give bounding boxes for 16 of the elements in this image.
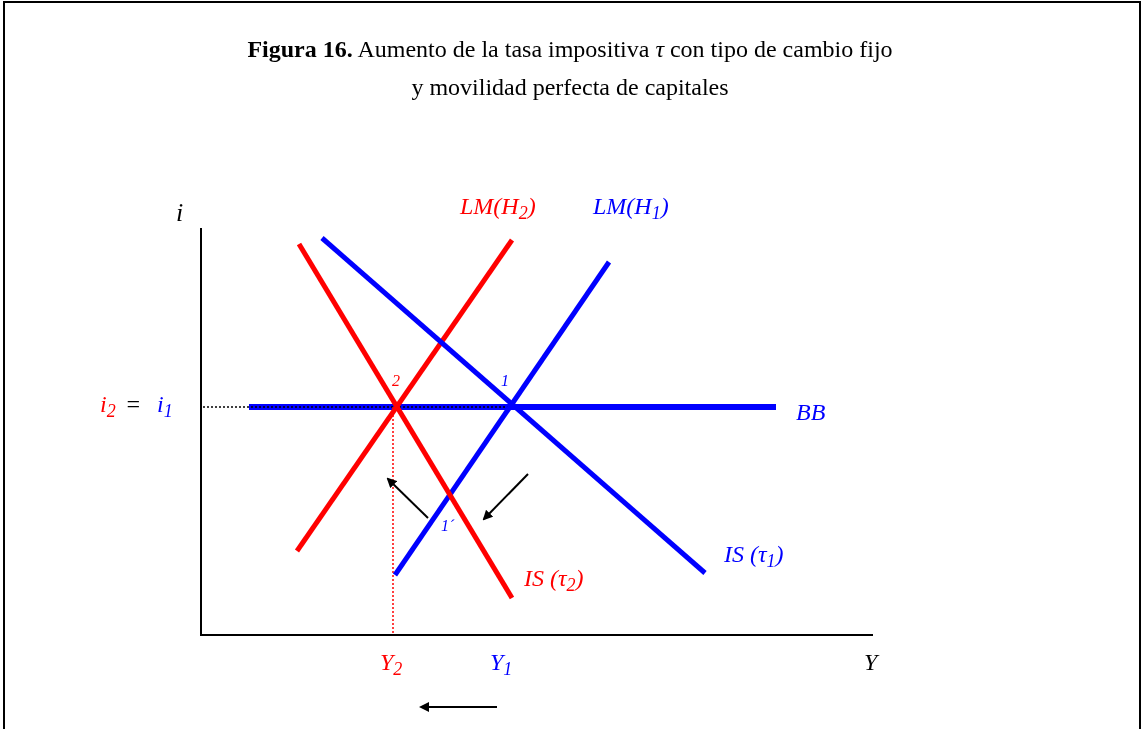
- axis-value-label: i$_{2}$: [100, 392, 116, 416]
- axis-value-label: i$_{1}$: [157, 392, 173, 416]
- equals-sign: =: [125, 392, 142, 416]
- curve-label: IS (τ$_{2}$): [524, 566, 584, 590]
- curve-label: BB: [796, 400, 826, 424]
- point-label: 1: [501, 373, 509, 389]
- axis-value-label: Y$_{1}$: [490, 650, 513, 674]
- point-label: 2: [392, 373, 400, 389]
- point-label: 1´: [441, 518, 455, 534]
- curve-label: IS (τ$_{1}$): [724, 542, 784, 566]
- curve-label: LM(H$_{2}$): [460, 194, 536, 218]
- curve-label: LM(H$_{1}$): [593, 194, 669, 218]
- axis-label: Y: [864, 650, 878, 674]
- axis-value-label: Y$_{2}$: [380, 650, 403, 674]
- axis-label: i: [176, 200, 184, 226]
- figure-title: Figura 16. Aumento de la tasa impositiva τ con tipo de cambio fijo y movilidad perfecta de capitales: [246, 35, 894, 102]
